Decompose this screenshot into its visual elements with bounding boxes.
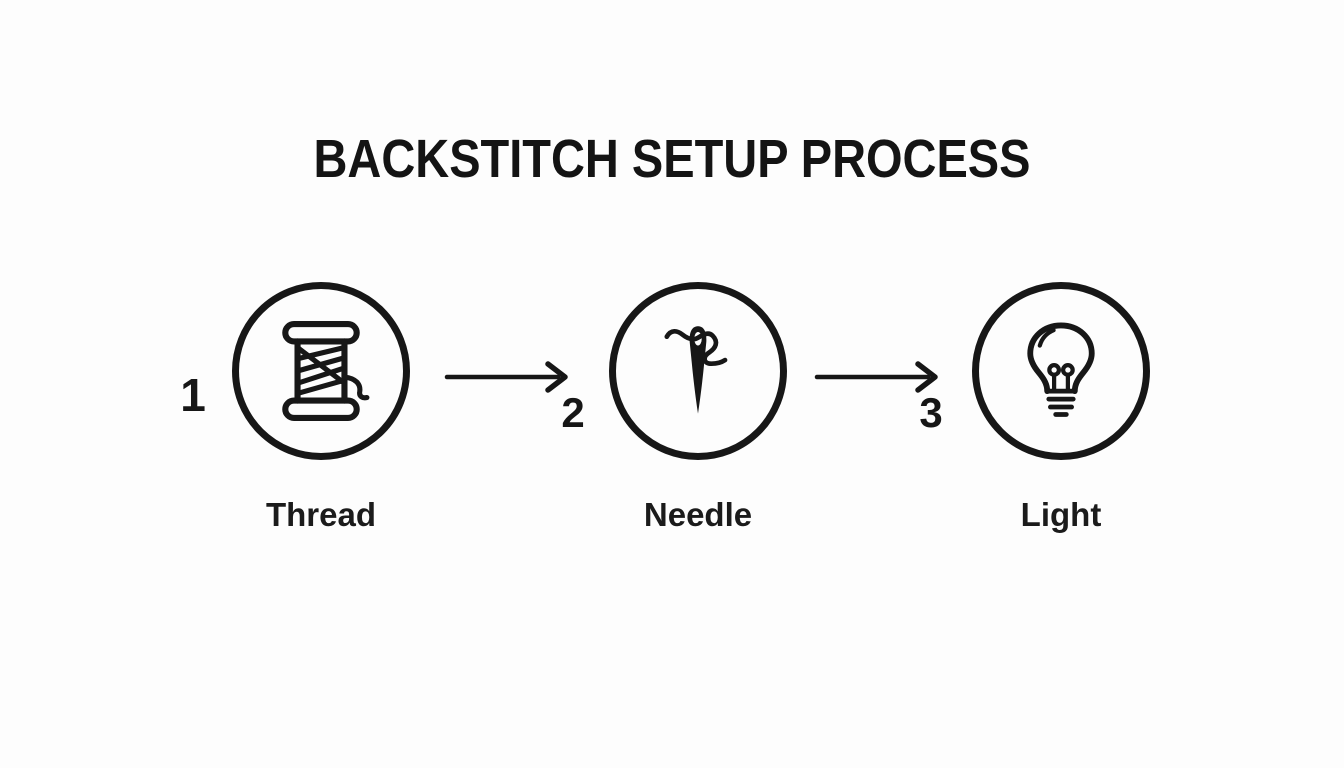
lightbulb-icon — [1027, 322, 1095, 417]
step-label-needle: Needle — [643, 496, 753, 533]
step-circle-light — [972, 282, 1150, 460]
step-number-1: 1 — [180, 369, 206, 421]
step-label-light: Light — [1020, 496, 1102, 533]
thread-spool-icon — [282, 321, 370, 421]
arrow-right-icon — [444, 361, 568, 393]
arrow-right-icon — [814, 361, 938, 393]
step-circle-needle — [609, 282, 787, 460]
step-label-thread: Thread — [265, 496, 377, 533]
step-number-2: 2 — [561, 389, 585, 436]
needle-icon — [664, 326, 728, 414]
diagram-title: BACKSTITCH SETUP PROCESS — [313, 129, 1031, 189]
step-number-3: 3 — [919, 389, 943, 436]
step-circle-thread — [232, 282, 410, 460]
